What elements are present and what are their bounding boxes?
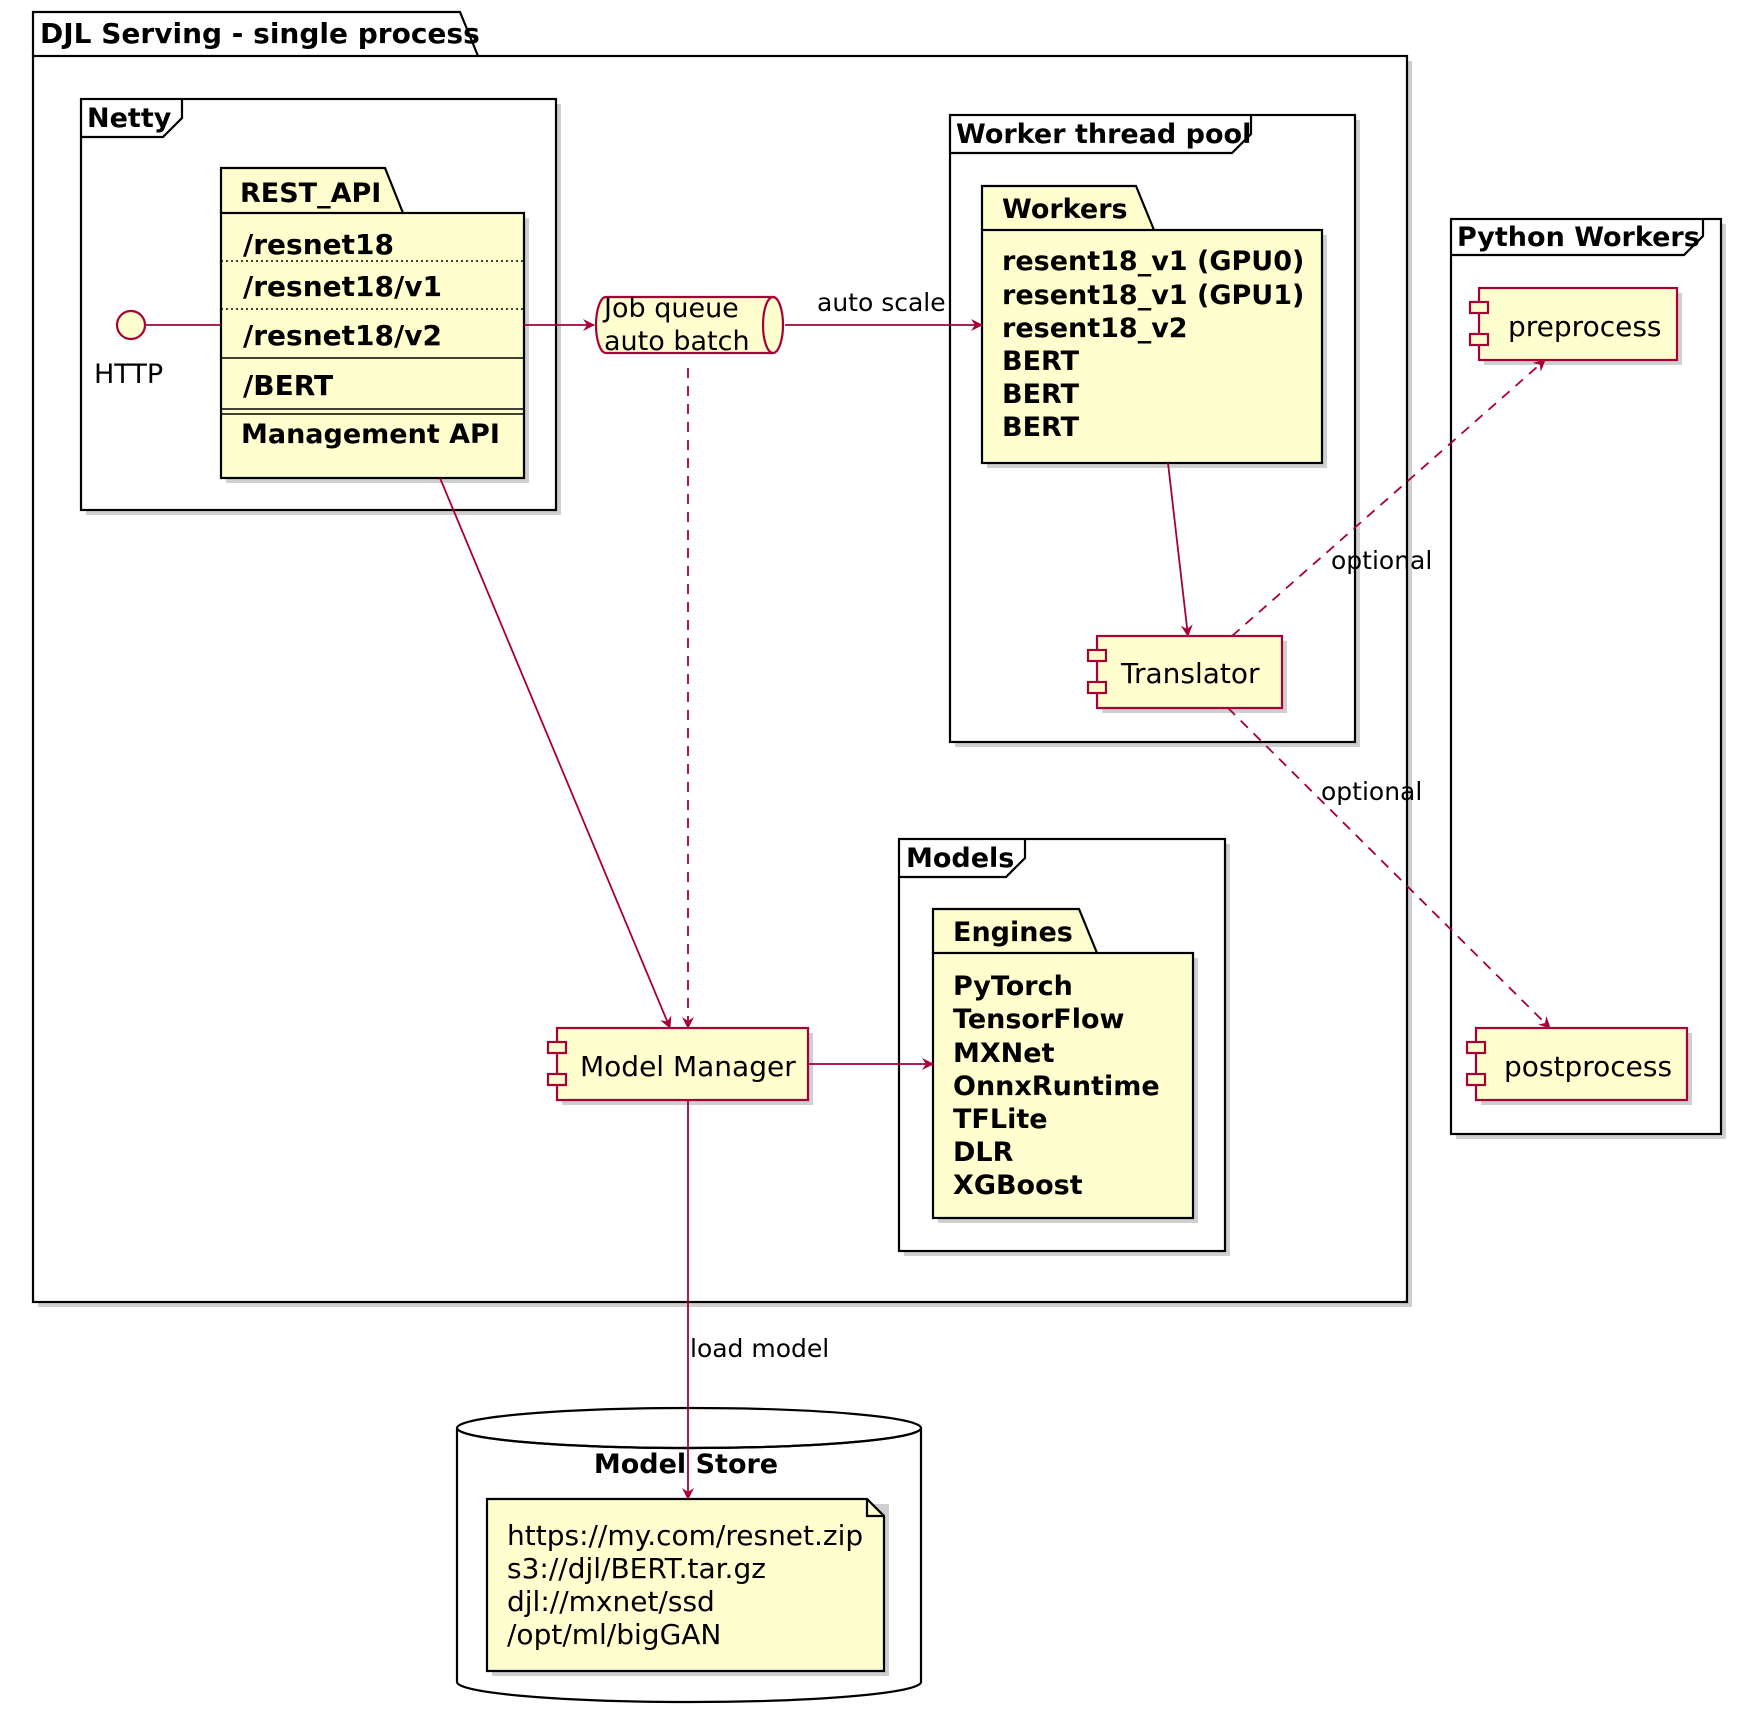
edge-rest-to-model-manager <box>439 477 672 1029</box>
worker-item: BERT <box>1002 379 1080 410</box>
preprocess-component: preprocess <box>1468 286 1682 365</box>
worker-item: resent18_v2 <box>1002 313 1188 344</box>
model-store-item: /opt/ml/bigGAN <box>507 1618 721 1651</box>
edge-translator-to-preprocess <box>1231 359 1546 637</box>
edge-workers-to-translator <box>1167 462 1193 637</box>
postprocess-component: postprocess <box>1465 1026 1692 1105</box>
endpoint-resnet18-v2: /resnet18/v2 <box>243 319 442 352</box>
outer-frame-title: DJL Serving - single process <box>40 17 480 50</box>
engine-item: PyTorch <box>953 971 1073 1002</box>
engine-item: TensorFlow <box>953 1004 1125 1035</box>
edge-label-load-model: load model <box>690 1334 829 1363</box>
model-manager-component: Model Manager <box>546 1026 813 1105</box>
endpoint-resnet18: /resnet18 <box>243 228 394 261</box>
postprocess-label: postprocess <box>1504 1050 1672 1083</box>
engine-item: XGBoost <box>953 1170 1083 1201</box>
translator-component: Translator <box>1086 634 1287 713</box>
worker-pool-title: Worker thread pool <box>956 119 1251 150</box>
engine-item: DLR <box>953 1137 1014 1168</box>
edge-label-optional-post: optional <box>1321 777 1422 806</box>
edge-label-optional-pre: optional <box>1331 546 1432 575</box>
component-icon <box>1465 1072 1487 1087</box>
python-workers-title: Python Workers <box>1457 222 1700 253</box>
model-store-item: https://my.com/resnet.zip <box>507 1519 863 1552</box>
component-icon <box>1086 680 1108 695</box>
model-store: Model Store https://my.com/resnet.zip s3… <box>455 1406 923 1704</box>
worker-item: resent18_v1 (GPU1) <box>1002 280 1304 311</box>
component-icon <box>546 1040 568 1055</box>
models-title: Models <box>906 843 1014 874</box>
worker-item: BERT <box>1002 346 1080 377</box>
component-icon <box>1468 332 1490 347</box>
model-store-title: Model Store <box>594 1449 778 1480</box>
endpoint-bert: /BERT <box>243 369 333 402</box>
rest-api-package: REST_API /resnet18 /resnet18/v1 /resnet1… <box>219 166 529 483</box>
edges: auto scale optional optional load model <box>439 288 1551 1500</box>
component-icon <box>1086 648 1108 663</box>
worker-item: resent18_v1 (GPU0) <box>1002 246 1304 277</box>
translator-label: Translator <box>1120 657 1260 690</box>
edge-translator-to-postprocess <box>1227 707 1551 1029</box>
engines-title: Engines <box>953 917 1073 948</box>
job-queue-line-2: auto batch <box>604 326 750 357</box>
job-queue-line-1: Job queue <box>602 293 739 324</box>
engines-package: Engines PyTorch TensorFlow MXNet OnnxRun… <box>931 907 1198 1223</box>
netty-frame-title: Netty <box>87 103 172 134</box>
endpoint-resnet18-v1: /resnet18/v1 <box>243 270 442 303</box>
component-icon <box>1468 300 1490 315</box>
preprocess-label: preprocess <box>1508 310 1662 343</box>
model-store-item: s3://djl/BERT.tar.gz <box>507 1552 766 1585</box>
engine-item: OnnxRuntime <box>953 1071 1160 1102</box>
workers-package: Workers resent18_v1 (GPU0) resent18_v1 (… <box>980 184 1327 468</box>
http-label: HTTP <box>94 359 163 390</box>
http-interface: HTTP <box>94 309 221 390</box>
model-store-item: djl://mxnet/ssd <box>507 1585 715 1618</box>
rest-api-title: REST_API <box>240 178 381 209</box>
job-queue: Job queue auto batch <box>594 293 785 357</box>
http-interface-icon <box>115 309 147 341</box>
model-manager-label: Model Manager <box>580 1050 796 1083</box>
edge-label-auto-scale: auto scale <box>817 288 946 317</box>
component-icon <box>546 1072 568 1087</box>
worker-item: BERT <box>1002 412 1080 443</box>
engine-item: TFLite <box>953 1104 1048 1135</box>
workers-title: Workers <box>1002 194 1128 225</box>
engine-item: MXNet <box>953 1038 1055 1069</box>
component-icon <box>1465 1040 1487 1055</box>
management-api: Management API <box>241 419 500 450</box>
python-workers-frame: Python Workers <box>1449 217 1726 1139</box>
